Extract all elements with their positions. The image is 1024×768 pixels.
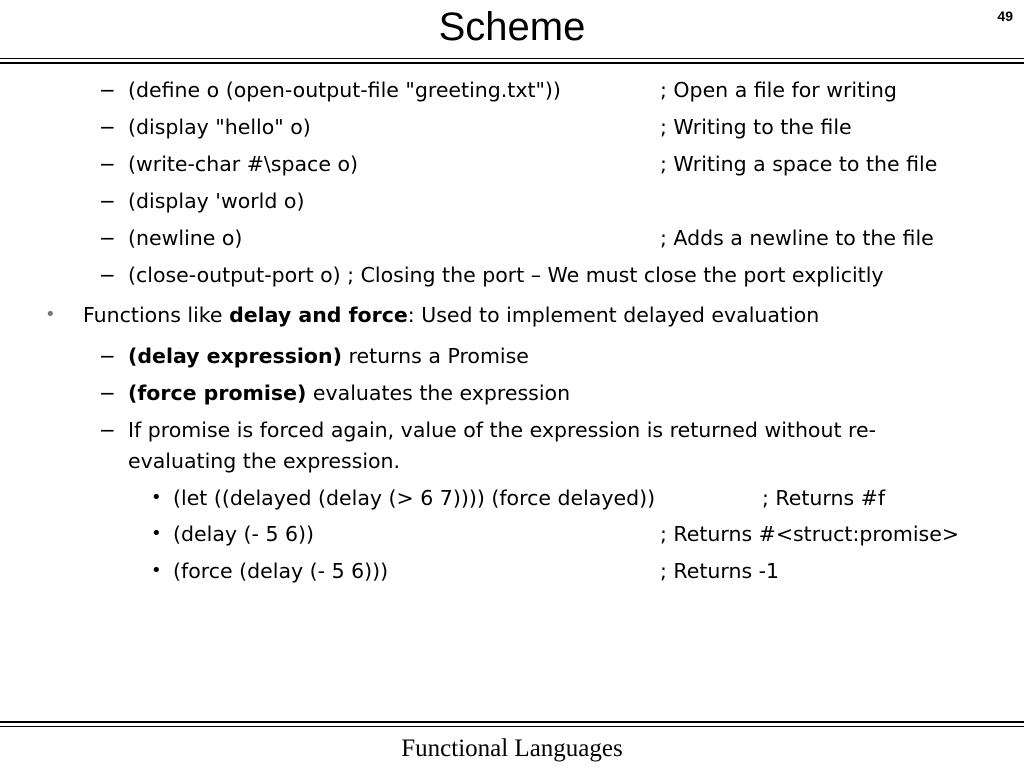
slide-title: Scheme <box>438 5 586 49</box>
header-rule-thick <box>0 62 1024 64</box>
footer-rule-thin <box>0 726 1024 727</box>
delay-force-prefix: Functions like <box>83 303 230 327</box>
footer-rule-thick <box>0 721 1024 723</box>
code-let-delayed: (let ((delayed (delay (> 6 7)))) (force … <box>173 486 656 510</box>
forced-again-line2: evaluating the expression. <box>128 449 401 473</box>
delay-expression-item: (delay expression) returns a Promise <box>128 343 529 369</box>
delay-expression-rest: returns a Promise <box>341 344 529 368</box>
bullet-marker: • <box>151 487 162 508</box>
code-newline: (newline o) <box>128 226 243 250</box>
dash-marker: − <box>99 344 116 368</box>
delay-expression-bold: (delay expression) <box>128 344 342 368</box>
dash-marker: − <box>99 189 116 213</box>
header-rule-thin <box>0 58 1024 59</box>
comment-open-file: ; Open a file for writing <box>660 78 897 102</box>
slide-number: 49 <box>997 8 1013 24</box>
code-force-delay: (force (delay (- 5 6))) <box>173 559 389 583</box>
delay-force-heading: Functions like delay and force: Used to … <box>83 302 819 328</box>
dash-marker: − <box>99 78 116 102</box>
code-write-char: (write-char #\space o) <box>128 152 358 176</box>
force-promise-bold: (force promise) <box>128 381 307 405</box>
dash-marker: − <box>99 263 116 287</box>
delay-force-bold: delay and force <box>229 303 408 327</box>
code-close-output-port: (close-output-port o) ; Closing the port… <box>128 263 884 287</box>
comment-returns-false: ; Returns #f <box>762 486 886 510</box>
comment-returns-minus-one: ; Returns -1 <box>660 559 780 583</box>
force-promise-rest: evaluates the expression <box>306 381 571 405</box>
comment-writing-space: ; Writing a space to the file <box>660 152 938 176</box>
dash-marker: − <box>99 226 116 250</box>
delay-force-rest: : Used to implement delayed evaluation <box>407 303 820 327</box>
code-delay-subtract: (delay (- 5 6)) <box>173 522 315 546</box>
dash-marker: − <box>99 152 116 176</box>
bullet-marker: • <box>45 304 56 325</box>
comment-adds-newline: ; Adds a newline to the file <box>660 226 934 250</box>
bullet-marker: • <box>151 560 162 581</box>
code-display-world: (display 'world o) <box>128 189 305 213</box>
code-display-hello: (display "hello" o) <box>128 115 311 139</box>
code-open-output-file: (define o (open-output-file "greeting.tx… <box>128 78 561 102</box>
forced-again-line1: If promise is forced again, value of the… <box>128 418 877 442</box>
bullet-marker: • <box>151 523 162 544</box>
comment-returns-promise: ; Returns #<struct:promise> <box>660 522 960 546</box>
force-promise-item: (force promise) evaluates the expression <box>128 380 570 406</box>
dash-marker: − <box>99 115 116 139</box>
dash-marker: − <box>99 418 116 442</box>
comment-writing-file: ; Writing to the file <box>660 115 852 139</box>
slide-footer: Functional Languages <box>401 735 623 762</box>
dash-marker: − <box>99 381 116 405</box>
